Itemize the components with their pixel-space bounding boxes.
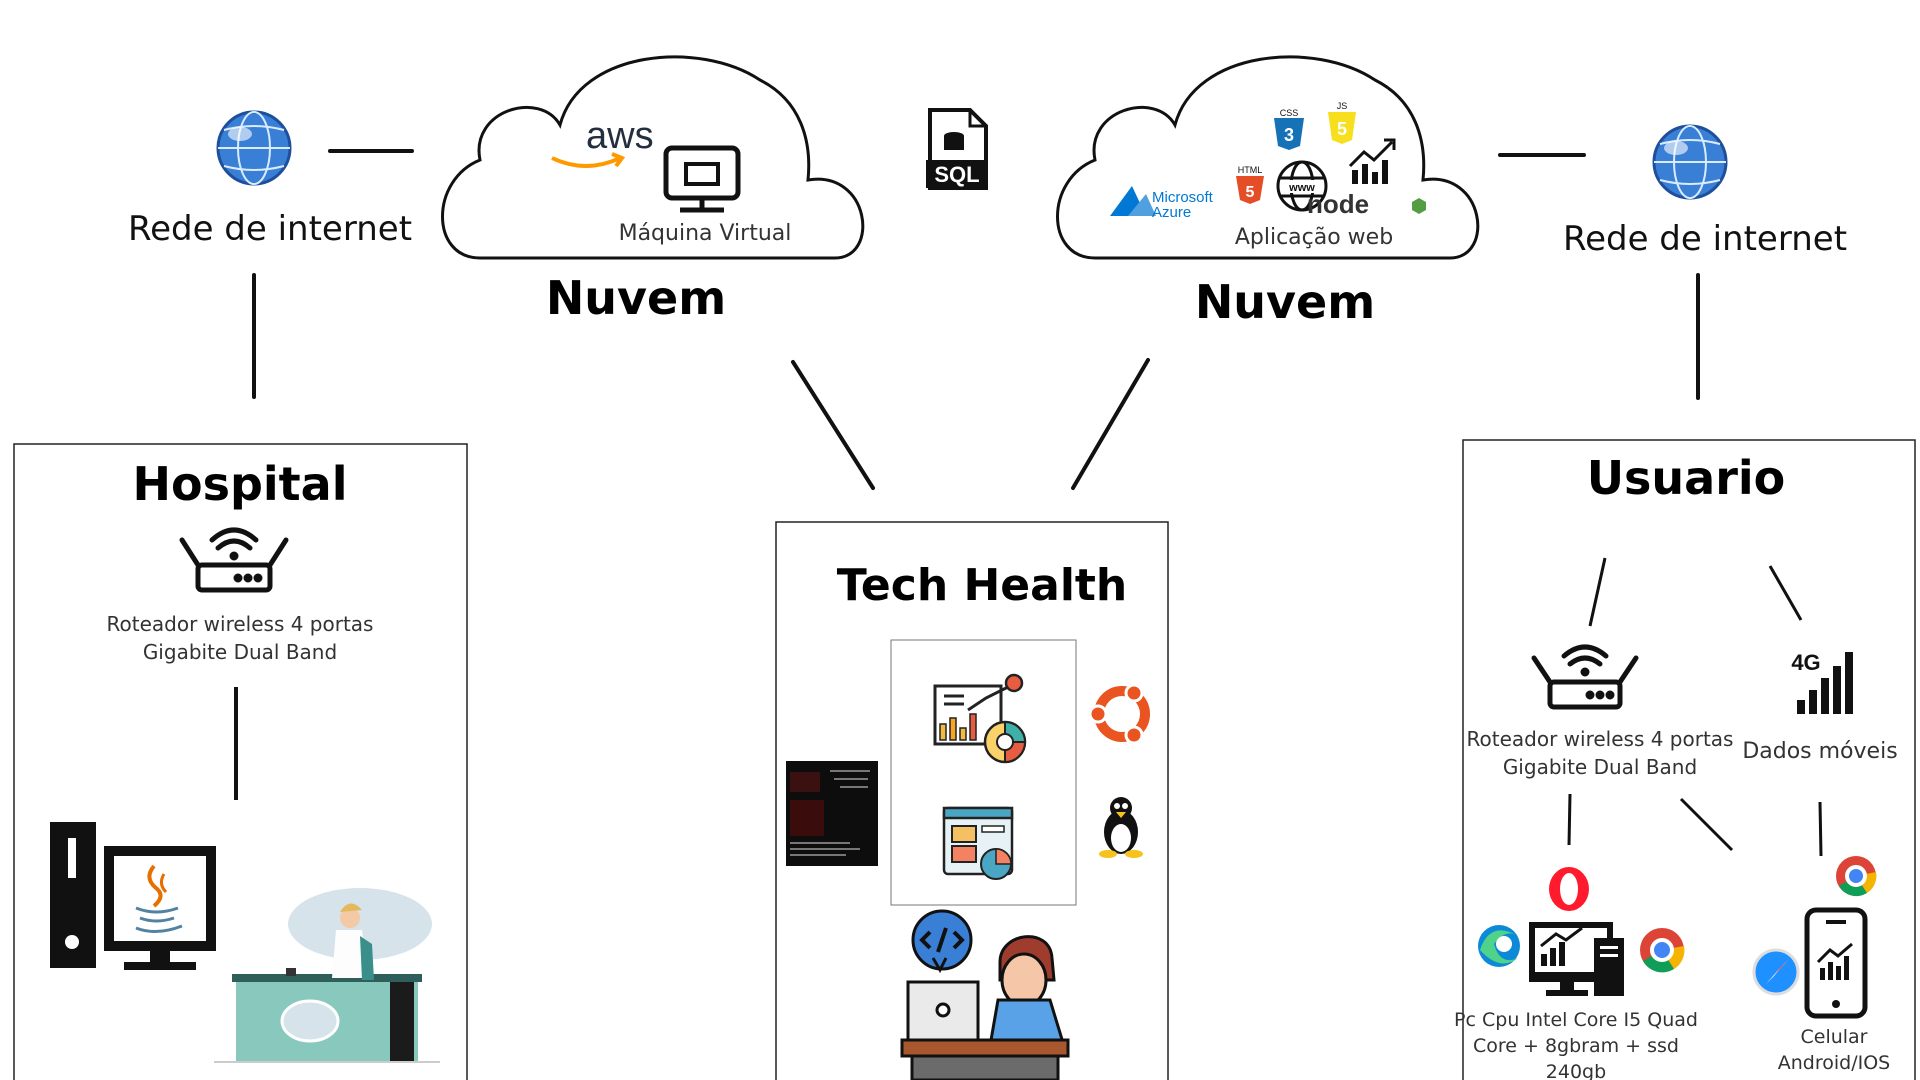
globe-right-icon: [1652, 124, 1728, 200]
hospital-title: Hospital: [133, 457, 348, 511]
hospital-router-line1: Roteador wireless 4 portas: [107, 612, 374, 636]
line-usuario-mobile: [1768, 565, 1803, 621]
hospital-router-line2: Gigabite Dual Band: [143, 640, 337, 664]
line-cloud-left-tech: [791, 360, 875, 490]
line-mobile-phone: [1818, 801, 1823, 857]
pc-spec-line1: Pc Cpu Intel Core I5 Quad: [1454, 1009, 1698, 1031]
signal-4g-icon: 4G: [1791, 650, 1853, 714]
safari-logo-icon: [1752, 948, 1800, 996]
cloud-right-title: Nuvem: [1195, 275, 1375, 329]
css3-icon: CSS 3: [1274, 108, 1304, 150]
desktop-pc-icon: [1529, 922, 1624, 996]
usuario-router-line1: Roteador wireless 4 portas: [1467, 727, 1734, 751]
java-logo-icon: [135, 864, 183, 933]
signal-4g-label: 4G: [1791, 650, 1820, 675]
cloud-right: Microsoft Azure HTML 5 CSS 3 JS 5 www: [1056, 55, 1480, 260]
router-icon-hospital: [179, 527, 289, 593]
mobile-data-label: Dados móveis: [1742, 739, 1897, 764]
cloud-left-title: Nuvem: [546, 271, 726, 325]
techhealth-title: Tech Health: [837, 560, 1128, 611]
opera-logo-icon: [1549, 867, 1589, 911]
svg-text:3: 3: [1284, 125, 1294, 145]
javascript-icon: JS 5: [1328, 101, 1356, 144]
cloud-left: aws Máquina Virtual: [441, 55, 865, 260]
nodejs-hex-icon: [1412, 198, 1426, 214]
router-icon-usuario: [1531, 644, 1639, 710]
phone-line2: Android/IOS: [1778, 1052, 1890, 1074]
html5-label: HTML: [1238, 165, 1263, 175]
globe-left-icon: [216, 110, 292, 186]
www-label: www: [1288, 182, 1315, 194]
vm-caption: Máquina Virtual: [619, 221, 792, 246]
internet-left-label: Rede de internet: [128, 209, 412, 249]
phone-line1: Celular: [1800, 1026, 1867, 1048]
virtual-machine-icon: [663, 145, 741, 213]
html5-icon: HTML 5: [1236, 165, 1264, 204]
usuario-router-line2: Gigabite Dual Band: [1503, 755, 1697, 779]
report-chart-icon: [942, 806, 1014, 880]
growth-chart-icon: [1348, 138, 1396, 184]
java-computer-icon: [50, 822, 216, 970]
svg-text:5: 5: [1246, 184, 1255, 201]
aws-smile-icon: [551, 152, 626, 168]
css3-label: CSS: [1280, 108, 1299, 118]
line-usuario-router: [1588, 557, 1607, 627]
chrome-logo-icon: [1640, 928, 1685, 973]
terminal-screenshot-icon: [786, 761, 878, 866]
pc-spec-line2: Core + 8gbram + ssd: [1473, 1035, 1679, 1057]
nodejs-logo: node: [1307, 189, 1369, 219]
aws-logo: aws: [586, 115, 654, 157]
pc-spec-line3: 240gb: [1546, 1061, 1606, 1080]
sql-label: SQL: [934, 162, 979, 187]
linux-tux-icon: [1099, 797, 1143, 858]
connectors: [252, 149, 1700, 490]
js-label: JS: [1337, 101, 1348, 111]
line-router-phone: [1679, 797, 1734, 852]
svg-text:5: 5: [1337, 119, 1347, 139]
developer-illustration-icon: [900, 909, 1070, 1080]
dashboard-analytics-icon: [933, 673, 1027, 764]
edge-logo-icon: [1478, 925, 1520, 967]
line-cloud-right-tech: [1071, 358, 1150, 490]
sql-file-icon: SQL: [926, 108, 988, 190]
ubuntu-logo-icon: [1088, 683, 1150, 745]
chrome-logo-icon-mobile: [1836, 856, 1877, 897]
smartphone-icon: [1804, 907, 1868, 1019]
azure-logo-icon: [1110, 186, 1156, 216]
line-router-pc: [1567, 793, 1572, 846]
azure-line2: Azure: [1152, 204, 1191, 221]
usuario-title: Usuario: [1587, 451, 1786, 505]
azure-line1: Microsoft: [1152, 189, 1214, 206]
internet-right-label: Rede de internet: [1563, 219, 1847, 259]
webapp-caption: Aplicação web: [1235, 225, 1393, 250]
receptionist-illustration-icon: [214, 888, 440, 1063]
